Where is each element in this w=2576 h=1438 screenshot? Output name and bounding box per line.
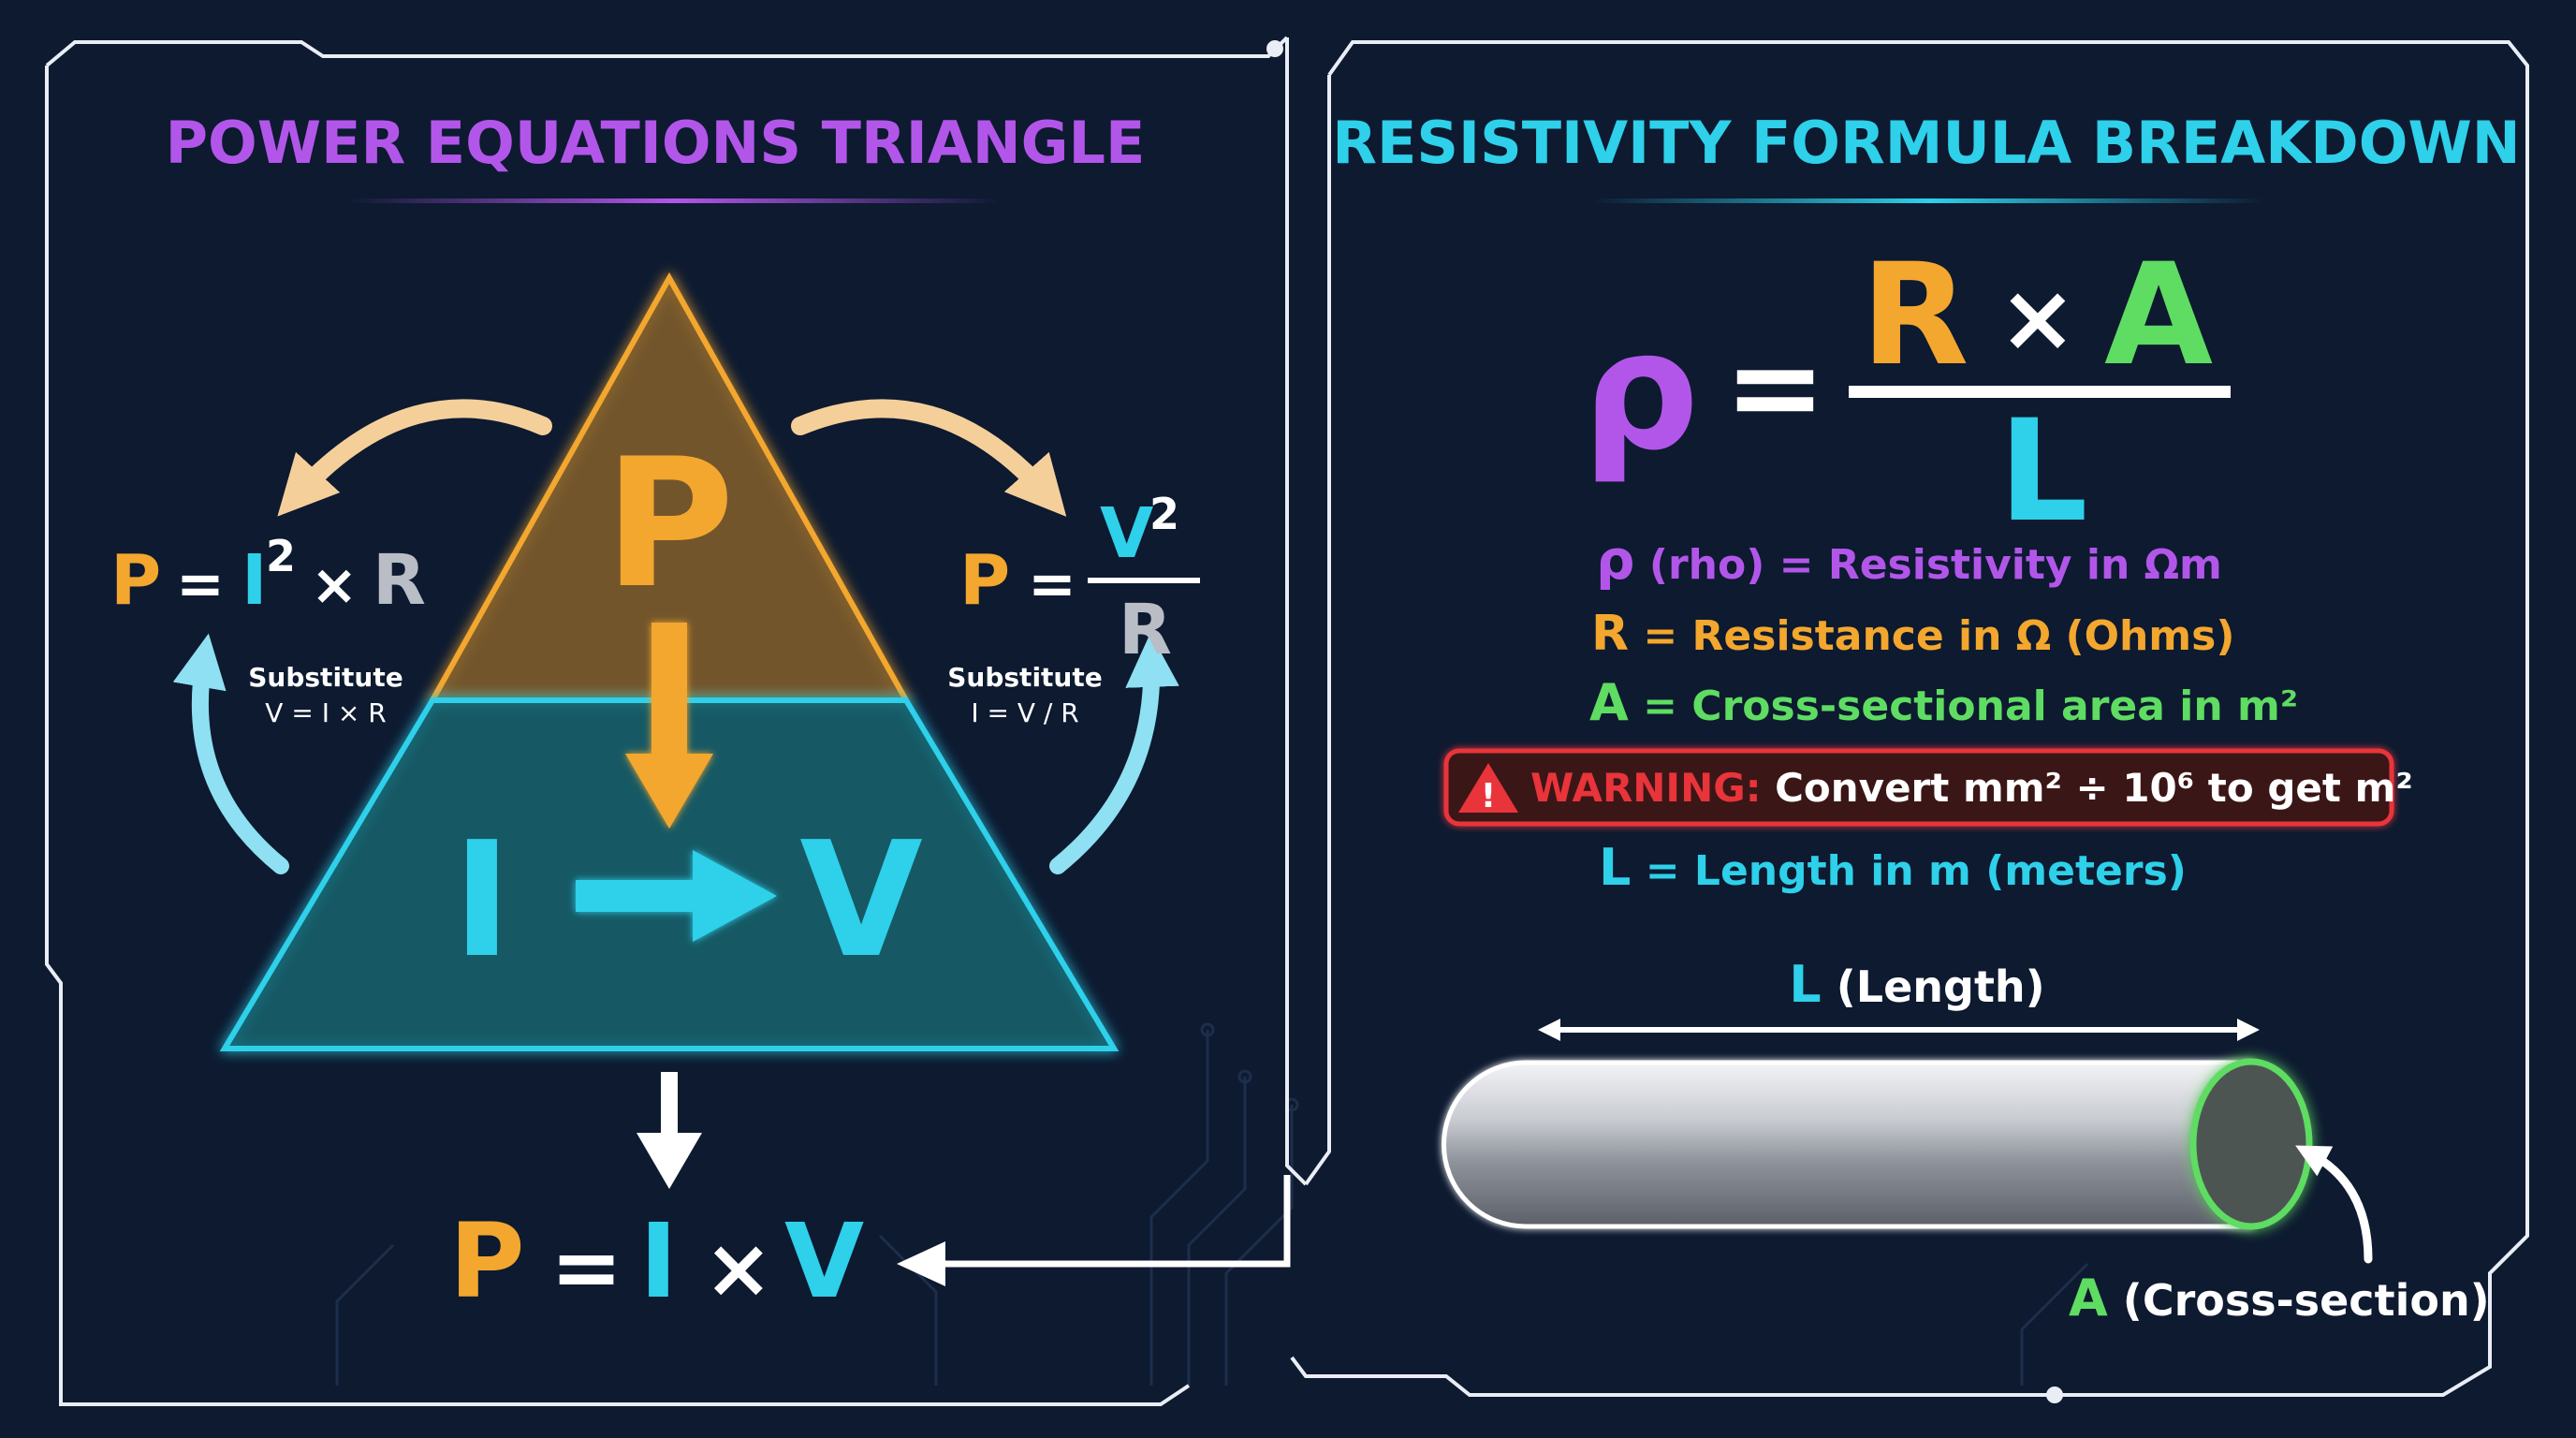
formula-rho: ρ — [1582, 297, 1699, 487]
fraction-bar — [1088, 578, 1200, 583]
formula-v: V — [1100, 493, 1153, 574]
power-triangle: P I V — [219, 271, 1120, 1051]
right-title-underline — [1591, 198, 2265, 203]
right-panel-title: RESISTIVITY FORMULA BREAKDOWN — [1332, 109, 2520, 177]
legend-a: A = Cross-sectional area in m² — [1589, 673, 2298, 732]
fraction-bar — [1849, 386, 2231, 398]
up-arrow-left-icon — [172, 633, 289, 874]
legend-r: R = Resistance in Ω (Ohms) — [1591, 606, 2234, 662]
legend-l: L = Length in m (meters) — [1599, 838, 2187, 897]
right-arrow-icon — [576, 850, 777, 942]
warning-text: WARNING: Convert mm² ÷ 10⁶ to get m² — [1530, 765, 2413, 811]
conductor-rod — [1442, 1058, 2313, 1230]
variable-legend: ρ (rho) = Resistivity in Ωm R = Resistan… — [1589, 528, 2298, 897]
down-arrow-icon — [625, 623, 713, 829]
formula-i: I — [639, 1201, 678, 1321]
length-label: L (Length) — [1789, 955, 2044, 1014]
note-formula: V = I × R — [265, 697, 386, 728]
left-substitute-note: Substitute V = I × R — [248, 662, 402, 728]
formula-p: P — [959, 540, 1010, 621]
cross-section-label: A (Cross-section) — [2069, 1269, 2490, 1328]
formula-v: V — [784, 1201, 864, 1321]
right-substitute-note: Substitute I = V / R — [947, 662, 1102, 728]
formula-p: P — [110, 540, 161, 621]
down-white-arrow-icon — [637, 1072, 702, 1189]
warning-box: ! WARNING: Convert mm² ÷ 10⁶ to get m² — [1443, 748, 2413, 827]
triangle-v-label: V — [799, 808, 923, 993]
right-panel-frame — [1290, 40, 2529, 1403]
svg-text:!: ! — [1481, 777, 1496, 815]
cross-section-arrow-icon — [2295, 1145, 2373, 1264]
triangle-p-label: P — [604, 420, 734, 627]
legend-rho: ρ (rho) = Resistivity in Ωm — [1596, 528, 2222, 592]
formula-exponent: 2 — [266, 531, 296, 581]
curved-arrow-right-icon — [791, 399, 1067, 517]
formula-exponent: 2 — [1149, 489, 1179, 539]
formula-a: A — [2104, 234, 2213, 397]
formula-i: I — [242, 540, 268, 621]
left-panel-title: POWER EQUATIONS TRIANGLE — [166, 109, 1146, 177]
formula-p: P — [449, 1201, 525, 1321]
note-title: Substitute — [248, 662, 402, 693]
formula-times: × — [1998, 263, 2077, 373]
left-panel-frame — [45, 36, 1308, 1406]
resistivity-formula: ρ = R × A L — [1582, 234, 2231, 553]
right-panel: RESISTIVITY FORMULA BREAKDOWN ρ = R × A … — [1332, 109, 2520, 1328]
cross-section-face — [2189, 1058, 2313, 1230]
formula-p-i-v: P = I × V — [449, 1201, 864, 1321]
up-arrow-right-icon — [1049, 633, 1179, 874]
formula-eq: = — [1028, 550, 1076, 618]
formula-l: L — [1998, 390, 2088, 553]
formula-eq: = — [176, 550, 225, 618]
formula-r: R — [1861, 234, 1969, 397]
note-formula: I = V / R — [971, 697, 1078, 728]
formula-r: R — [1119, 590, 1172, 670]
circuit-traces — [335, 1022, 2089, 1386]
formula-p-i-squared-r: P = I 2 × R — [110, 531, 426, 621]
left-pointing-arrow-icon — [897, 1175, 1291, 1286]
triangle-i-label: I — [452, 808, 511, 993]
left-title-underline — [346, 198, 1002, 203]
formula-p-v-squared-over-r: P = V 2 R — [959, 489, 1200, 670]
warning-icon: ! — [1458, 763, 1518, 815]
note-title: Substitute — [947, 662, 1102, 693]
left-panel: POWER EQUATIONS TRIANGLE P I V — [110, 109, 1291, 1321]
formula-eq: = — [1724, 315, 1826, 458]
curved-arrow-left-icon — [277, 399, 552, 517]
formula-r: R — [373, 540, 426, 621]
formula-eq: = — [550, 1217, 622, 1317]
formula-times: × — [311, 552, 358, 618]
formula-times: × — [704, 1220, 773, 1316]
